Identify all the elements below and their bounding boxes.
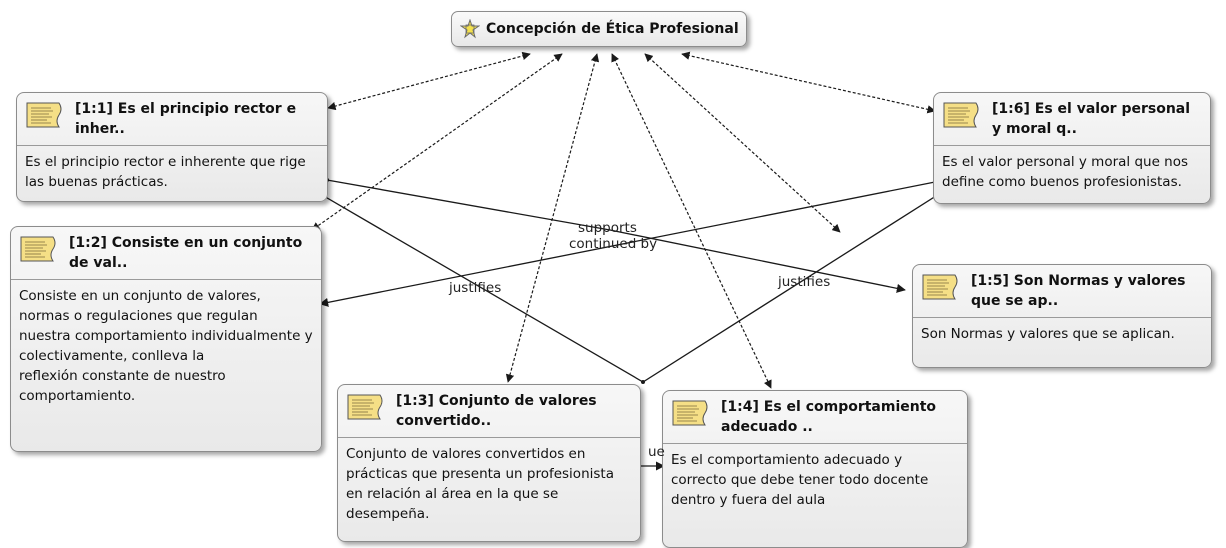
quotation-node-n12[interactable]: [1:2] Consiste en un conjunto de val.. Co… [10,226,322,452]
node-body: Es el valor personal y moral que nos def… [942,154,1189,190]
node-header: [1:4] Es el comportamiento adecuado .. [663,391,967,444]
node-title: [1:4] Es el comportamiento adecuado .. [721,399,937,435]
label-supports: supports [578,220,637,236]
link-root-n13 [505,53,600,383]
root-node[interactable]: Concepción de Ética Profesional [451,11,747,47]
quotation-node-n15[interactable]: [1:5] Son Normas y valores que se ap.. So… [912,264,1212,368]
node-title: [1:5] Son Normas y valores que se ap.. [971,273,1186,309]
node-header: [1:6] Es el valor personal y moral q.. [934,93,1210,146]
node-title: [1:3] Conjunto de valores convertido.. [396,393,597,429]
quotation-document-icon [26,102,62,128]
node-title: [1:1] Es el principio rector e inher.. [75,101,297,137]
quotation-document-icon [922,274,958,300]
code-family-icon [460,19,480,39]
label-justifies-left: justifies [449,280,502,296]
quotation-document-icon [20,236,56,262]
link-root-n15 [644,53,841,233]
link-n14-n11 [297,180,644,383]
link-root-n14 [611,53,772,389]
node-body: Son Normas y valores que se aplican. [921,326,1175,342]
root-title: Concepción de Ética Profesional [486,21,739,37]
link-dot [641,380,645,384]
link-n11-n15 [326,179,906,293]
quotation-document-icon [347,394,383,420]
quotation-node-n13[interactable]: [1:3] Conjunto de valores convertido.. Co… [337,384,641,542]
link-root-n16 [681,51,936,114]
node-title: [1:2] Consiste en un conjunto de val.. [69,235,303,271]
link-n14-n16 [642,181,959,383]
label-continued-by: continued by [569,236,658,252]
node-header: [1:2] Consiste en un conjunto de val.. [11,227,321,280]
node-body: Conjunto de valores convertidos en práct… [346,446,614,522]
quotation-node-n11[interactable]: [1:1] Es el principio rector e inher.. Es… [16,92,328,202]
link-root-n11 [327,51,531,111]
node-header: [1:3] Conjunto de valores convertido.. [338,385,640,438]
node-header: [1:5] Son Normas y valores que se ap.. [913,265,1211,318]
quotation-document-icon [943,102,979,128]
link-n16-n12 [319,181,936,307]
node-body: Consiste en un conjunto de valores, norm… [19,288,313,404]
node-title: [1:6] Es el valor personal y moral q.. [992,101,1191,137]
label-justifies-right: justifies [778,274,831,290]
node-header: [1:1] Es el principio rector e inher.. [17,93,327,146]
label-continued-partial: ue [648,444,665,460]
quotation-document-icon [672,400,708,426]
node-body: Es el comportamiento adecuado y correcto… [671,452,929,508]
link-root-n12 [311,53,563,231]
quotation-node-n14[interactable]: [1:4] Es el comportamiento adecuado .. Es… [662,390,968,548]
node-body: Es el principio rector e inherente que r… [25,154,306,190]
quotation-node-n16[interactable]: [1:6] Es el valor personal y moral q.. Es… [933,92,1211,204]
